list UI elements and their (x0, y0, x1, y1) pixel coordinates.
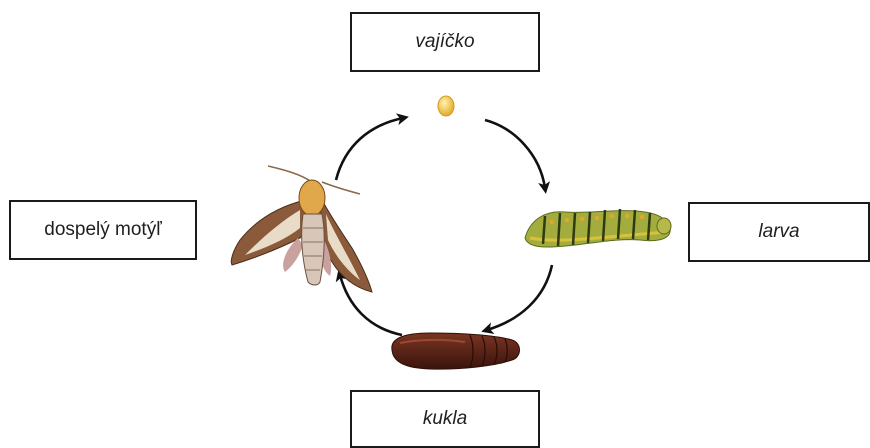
stage-label-adult: dospelý motýľ (9, 200, 197, 260)
caterpillar-illustration (525, 209, 671, 247)
pupa-illustration (392, 333, 520, 369)
stage-label-pupa-text: kukla (423, 408, 467, 430)
arrow-adult-to-egg (336, 118, 403, 180)
stage-label-larva: larva (688, 202, 870, 262)
arrow-egg-to-larva (485, 120, 545, 188)
moth-illustration (231, 166, 372, 292)
stage-label-egg-text: vajíčko (415, 31, 474, 53)
arrow-pupa-to-adult (340, 275, 402, 335)
stage-label-egg: vajíčko (350, 12, 540, 72)
stage-label-adult-text: dospelý motýľ (44, 219, 161, 241)
stage-label-pupa: kukla (350, 390, 540, 448)
arrow-larva-to-pupa (487, 265, 552, 330)
stage-label-larva-text: larva (758, 221, 799, 243)
egg-illustration (438, 96, 454, 116)
